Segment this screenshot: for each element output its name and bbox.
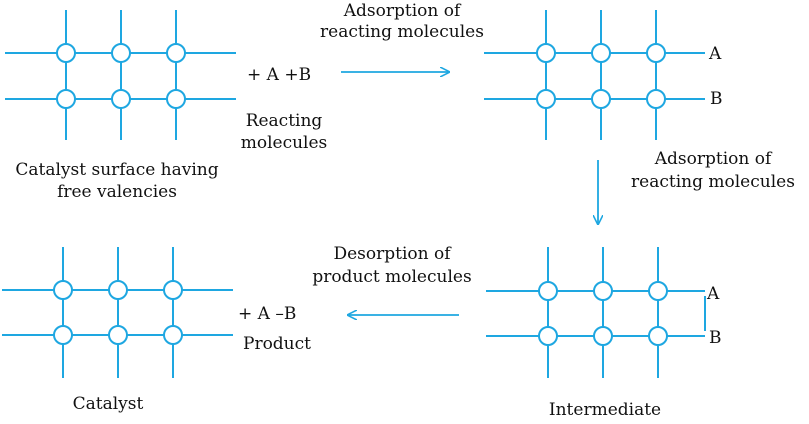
reacting-label-line2: molecules xyxy=(240,133,328,153)
right-arrow-label-line2: reacting molecules xyxy=(631,172,795,192)
intermediate-atom-b: B xyxy=(709,328,722,348)
adsorbed-atom-a: A xyxy=(709,44,722,64)
intermediate-caption: Intermediate xyxy=(548,400,662,420)
bottom-arrow-label-line2: product molecules xyxy=(312,267,472,287)
intermediate-atom-a: A xyxy=(707,284,720,304)
right-arrow-label-line1: Adsorption of xyxy=(654,149,772,169)
lattice-bottom-right xyxy=(486,247,706,378)
top-arrow-label-line2: reacting molecules xyxy=(320,22,484,42)
adsorbed-atom-b: B xyxy=(710,89,723,109)
reactants-formula: + A +B xyxy=(247,65,312,85)
catalyst-caption: Catalyst xyxy=(72,394,144,414)
lattice-bottom-left xyxy=(2,247,233,378)
product-formula: + A –B xyxy=(238,304,297,324)
catalyst-surface-caption-line1: Catalyst surface having xyxy=(15,160,219,180)
lattice-top-left xyxy=(5,10,236,140)
top-arrow-label-line1: Adsorption of xyxy=(343,1,461,21)
reacting-label-line1: Reacting xyxy=(245,111,323,131)
lattice-top-right xyxy=(484,10,705,140)
product-label: Product xyxy=(243,334,311,354)
bottom-arrow-label-line1: Desorption of xyxy=(333,244,451,264)
catalyst-surface-caption-line2: free valencies xyxy=(57,182,177,202)
